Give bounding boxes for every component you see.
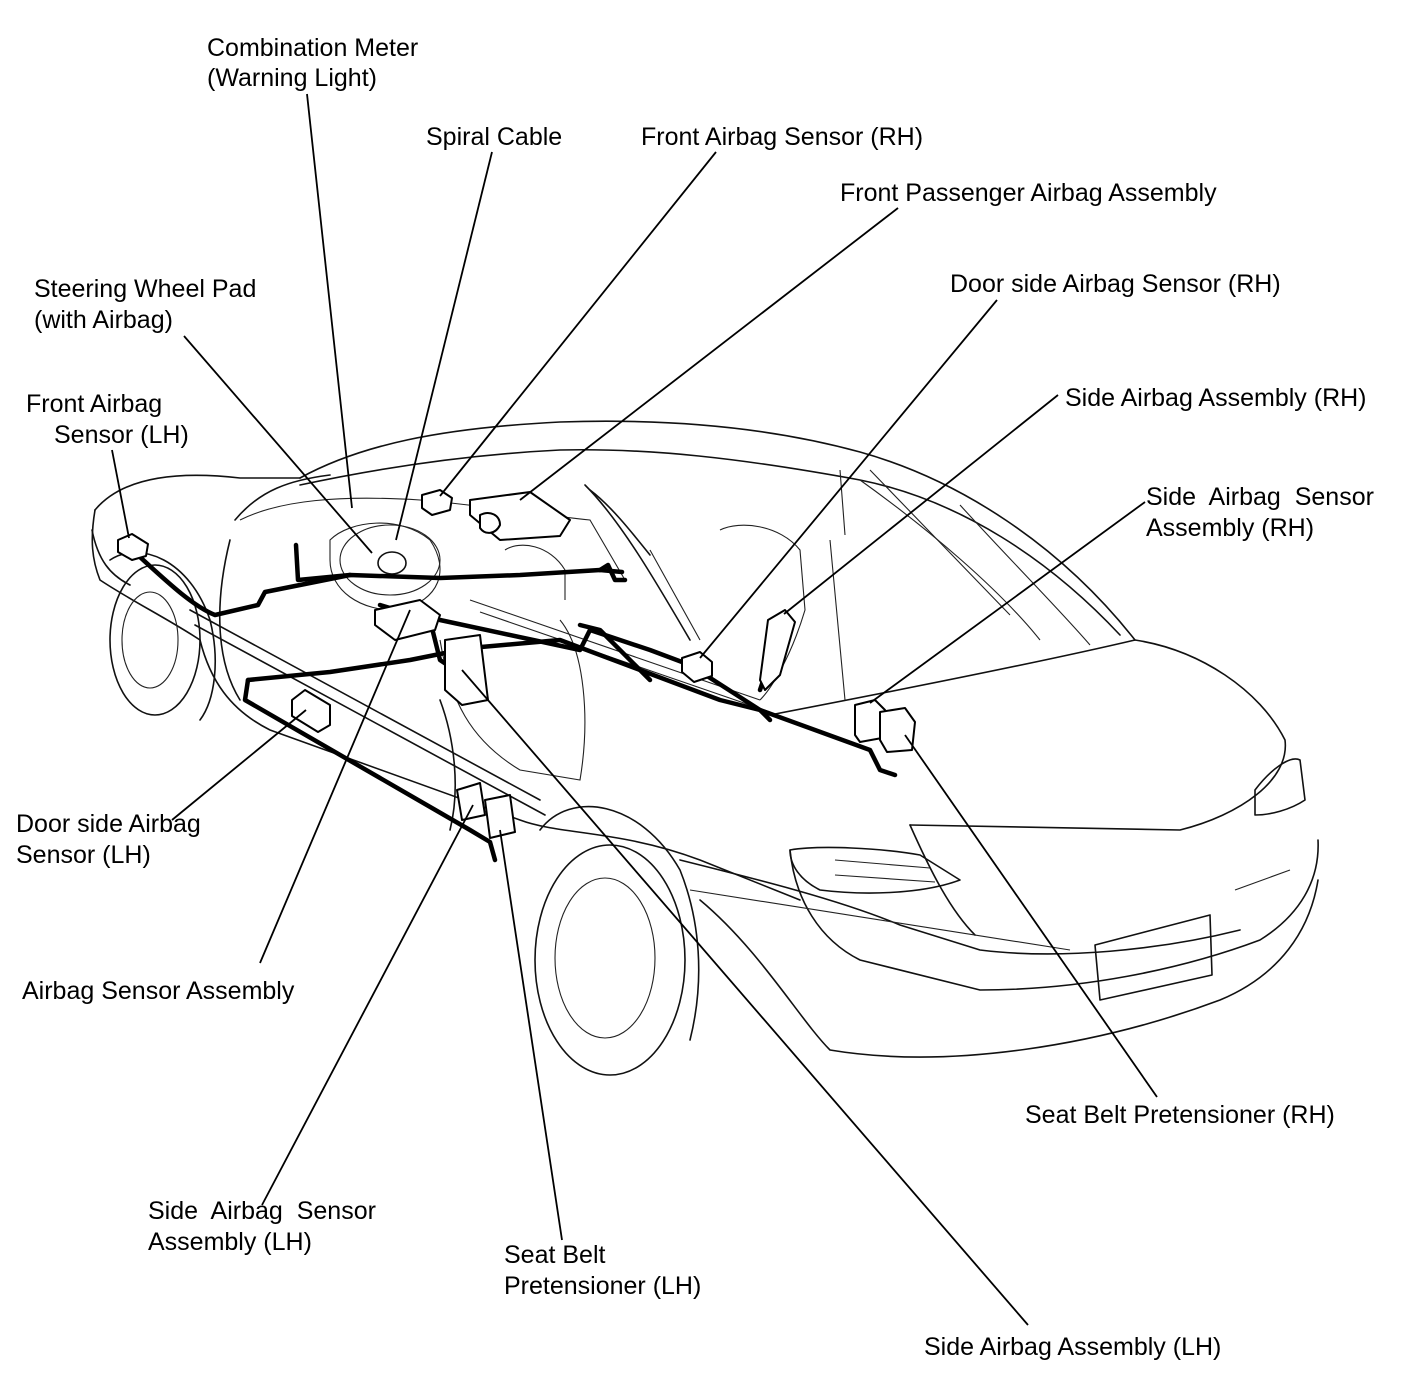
label-door-side-airbag-sensor-lh: Door side Airbag Sensor (LH) xyxy=(16,810,208,869)
right-tail-light xyxy=(1254,758,1306,816)
leader-door-side-airbag-sensor-rh xyxy=(699,299,998,659)
rear-left-tire xyxy=(534,844,686,1076)
left-door-line xyxy=(218,539,456,831)
harness-dash-left xyxy=(293,542,353,583)
component-labels: Combination Meter (Warning Light) Spiral… xyxy=(16,34,1408,1361)
c-pillar xyxy=(839,469,1011,616)
front-seat-right xyxy=(504,544,566,600)
leader-side-airbag-assembly-lh xyxy=(461,669,1029,1326)
spiral-cable-part xyxy=(479,512,501,534)
label-spiral-cable: Spiral Cable xyxy=(426,123,562,151)
leader-seat-belt-pretensioner-lh xyxy=(499,829,563,1241)
rear-bumper-lower xyxy=(699,879,1319,1058)
leader-side-airbag-sensor-lh xyxy=(261,804,474,1206)
leader-side-airbag-assembly-rh xyxy=(783,394,1059,615)
label-seat-belt-pretensioner-lh: Seat Belt Pretensioner (LH) xyxy=(504,1241,701,1300)
door-side-airbag-sensor-lh-part xyxy=(291,689,331,733)
rear-bumper xyxy=(789,839,1319,991)
rear-seat-back xyxy=(649,539,846,701)
leader-front-airbag-sensor-lh xyxy=(111,449,130,539)
harness-front-cross xyxy=(127,545,625,618)
left-side-body xyxy=(199,639,801,901)
label-side-airbag-assembly-rh: Side Airbag Assembly (RH) xyxy=(1065,384,1367,412)
label-seat-belt-pretensioner-rh: Seat Belt Pretensioner (RH) xyxy=(1025,1101,1335,1129)
leader-door-side-airbag-sensor-lh xyxy=(171,709,307,821)
leader-seat-belt-pretensioner-rh xyxy=(904,734,1158,1098)
door-side-airbag-sensor-rh-part xyxy=(681,651,713,683)
front-left-tire xyxy=(109,564,201,716)
trunk-edge xyxy=(909,824,976,936)
leader-spiral-cable xyxy=(395,151,493,541)
front-bumper xyxy=(91,529,131,586)
left-tail-light-lens xyxy=(834,859,936,883)
label-side-airbag-sensor-assembly-rh: Side Airbag Sensor Assembly (RH) xyxy=(1146,483,1408,542)
label-front-airbag-sensor-lh: Front Airbag Sensor (LH) xyxy=(26,390,189,449)
hood-front xyxy=(91,509,201,641)
label-front-passenger-airbag: Front Passenger Airbag Assembly xyxy=(840,179,1217,207)
harness-right-side xyxy=(577,622,653,683)
steering-wheel xyxy=(339,524,441,596)
front-airbag-sensor-rh-part xyxy=(421,489,453,516)
right-sill xyxy=(469,599,771,713)
front-left-rim xyxy=(121,591,179,689)
rear-seat-right xyxy=(719,524,806,701)
side-airbag-lh-part xyxy=(444,634,489,706)
front-airbag-sensor-lh-part xyxy=(117,533,149,561)
leader-combination-meter xyxy=(306,93,353,509)
license-plate-recess xyxy=(1094,914,1213,1001)
leader-front-passenger-airbag xyxy=(519,207,899,501)
label-side-airbag-assembly-lh: Side Airbag Assembly (LH) xyxy=(924,1333,1221,1361)
steering-column xyxy=(329,522,441,611)
left-tail-light xyxy=(789,846,961,894)
side-airbag-rh-part xyxy=(759,609,796,691)
leader-side-airbag-sensor-rh xyxy=(869,501,1146,704)
rear-window xyxy=(859,479,1091,646)
rear-quarter xyxy=(679,859,1241,955)
windshield xyxy=(234,474,651,556)
harness-dash-right xyxy=(597,562,628,583)
airbag-sensor-assembly-part xyxy=(374,599,441,641)
rear-wheel-arch xyxy=(539,805,700,1041)
harness-left-floor xyxy=(242,677,498,863)
rear-left-rim xyxy=(554,877,656,1039)
leader-front-airbag-sensor-rh xyxy=(439,151,717,497)
trunk-lid xyxy=(769,639,1286,831)
label-door-side-airbag-sensor-rh: Door side Airbag Sensor (RH) xyxy=(950,270,1281,298)
srs-components xyxy=(117,489,916,839)
side-airbag-sensor-lh-part xyxy=(456,782,486,821)
seat-belt-pretensioner-lh-part xyxy=(484,794,516,839)
car-outline-drawing xyxy=(91,420,1319,1076)
leader-airbag-sensor-assembly xyxy=(259,609,411,964)
leader-steering-wheel-pad xyxy=(183,335,373,554)
hood xyxy=(94,474,301,511)
roof-inner-line xyxy=(299,448,1121,636)
leader-lines xyxy=(111,93,1158,1326)
label-combination-meter: Combination Meter (Warning Light) xyxy=(207,34,425,92)
label-side-airbag-sensor-assembly-lh: Side Airbag Sensor Assembly (LH) xyxy=(148,1197,425,1256)
roof-outline xyxy=(299,420,1136,641)
label-steering-wheel-pad: Steering Wheel Pad (with Airbag) xyxy=(34,275,263,334)
left-rocker xyxy=(189,609,546,816)
bumper-strip xyxy=(689,869,1291,951)
label-airbag-sensor-assembly: Airbag Sensor Assembly xyxy=(22,977,295,1005)
steering-hub xyxy=(377,551,407,575)
label-front-airbag-sensor-rh: Front Airbag Sensor (RH) xyxy=(641,123,923,151)
seat-belt-pretensioner-rh-part xyxy=(879,707,916,753)
a-pillar-right xyxy=(584,484,691,641)
